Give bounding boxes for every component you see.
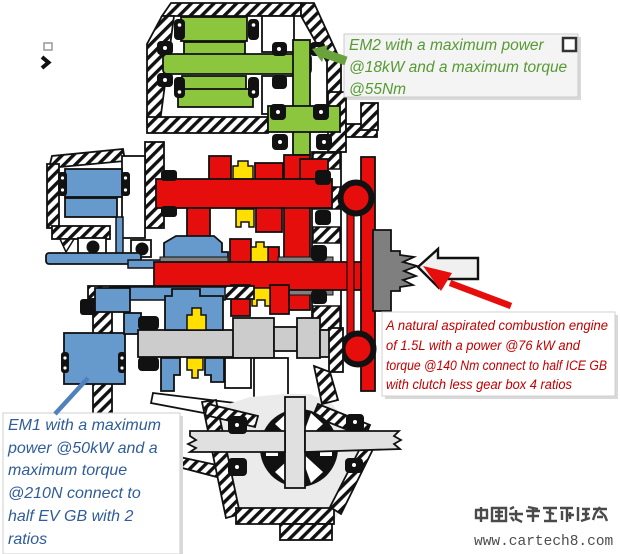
svg-text:@55Nm: @55Nm: [349, 81, 406, 98]
svg-text:@210N connect to: @210N connect to: [8, 485, 141, 502]
svg-text:with clutch less gear box 4 ra: with clutch less gear box 4 ratios: [386, 377, 572, 392]
svg-text:EM2 with a maximum power: EM2 with a maximum power: [349, 37, 545, 54]
svg-text:ratios: ratios: [8, 531, 47, 548]
svg-text:power @50kW and a: power @50kW and a: [7, 440, 158, 457]
svg-text:of 1.5L with a power @76 kW an: of 1.5L with a power @76 kW and: [386, 338, 580, 353]
svg-text:maximum torque: maximum torque: [8, 462, 127, 479]
svg-text:@18kW and a maximum torque: @18kW and a maximum torque: [349, 59, 568, 76]
svg-text:torque @140 Nm connect to half: torque @140 Nm connect to half ICE GB: [386, 358, 607, 373]
svg-text:EM1 with a maximum: EM1 with a maximum: [8, 417, 161, 434]
svg-text:www.cartech8.com: www.cartech8.com: [474, 534, 613, 550]
svg-text:half EV GB with 2: half EV GB with 2: [8, 508, 133, 525]
svg-text:A natural aspirated combustion: A natural aspirated combustion engine: [385, 318, 608, 333]
